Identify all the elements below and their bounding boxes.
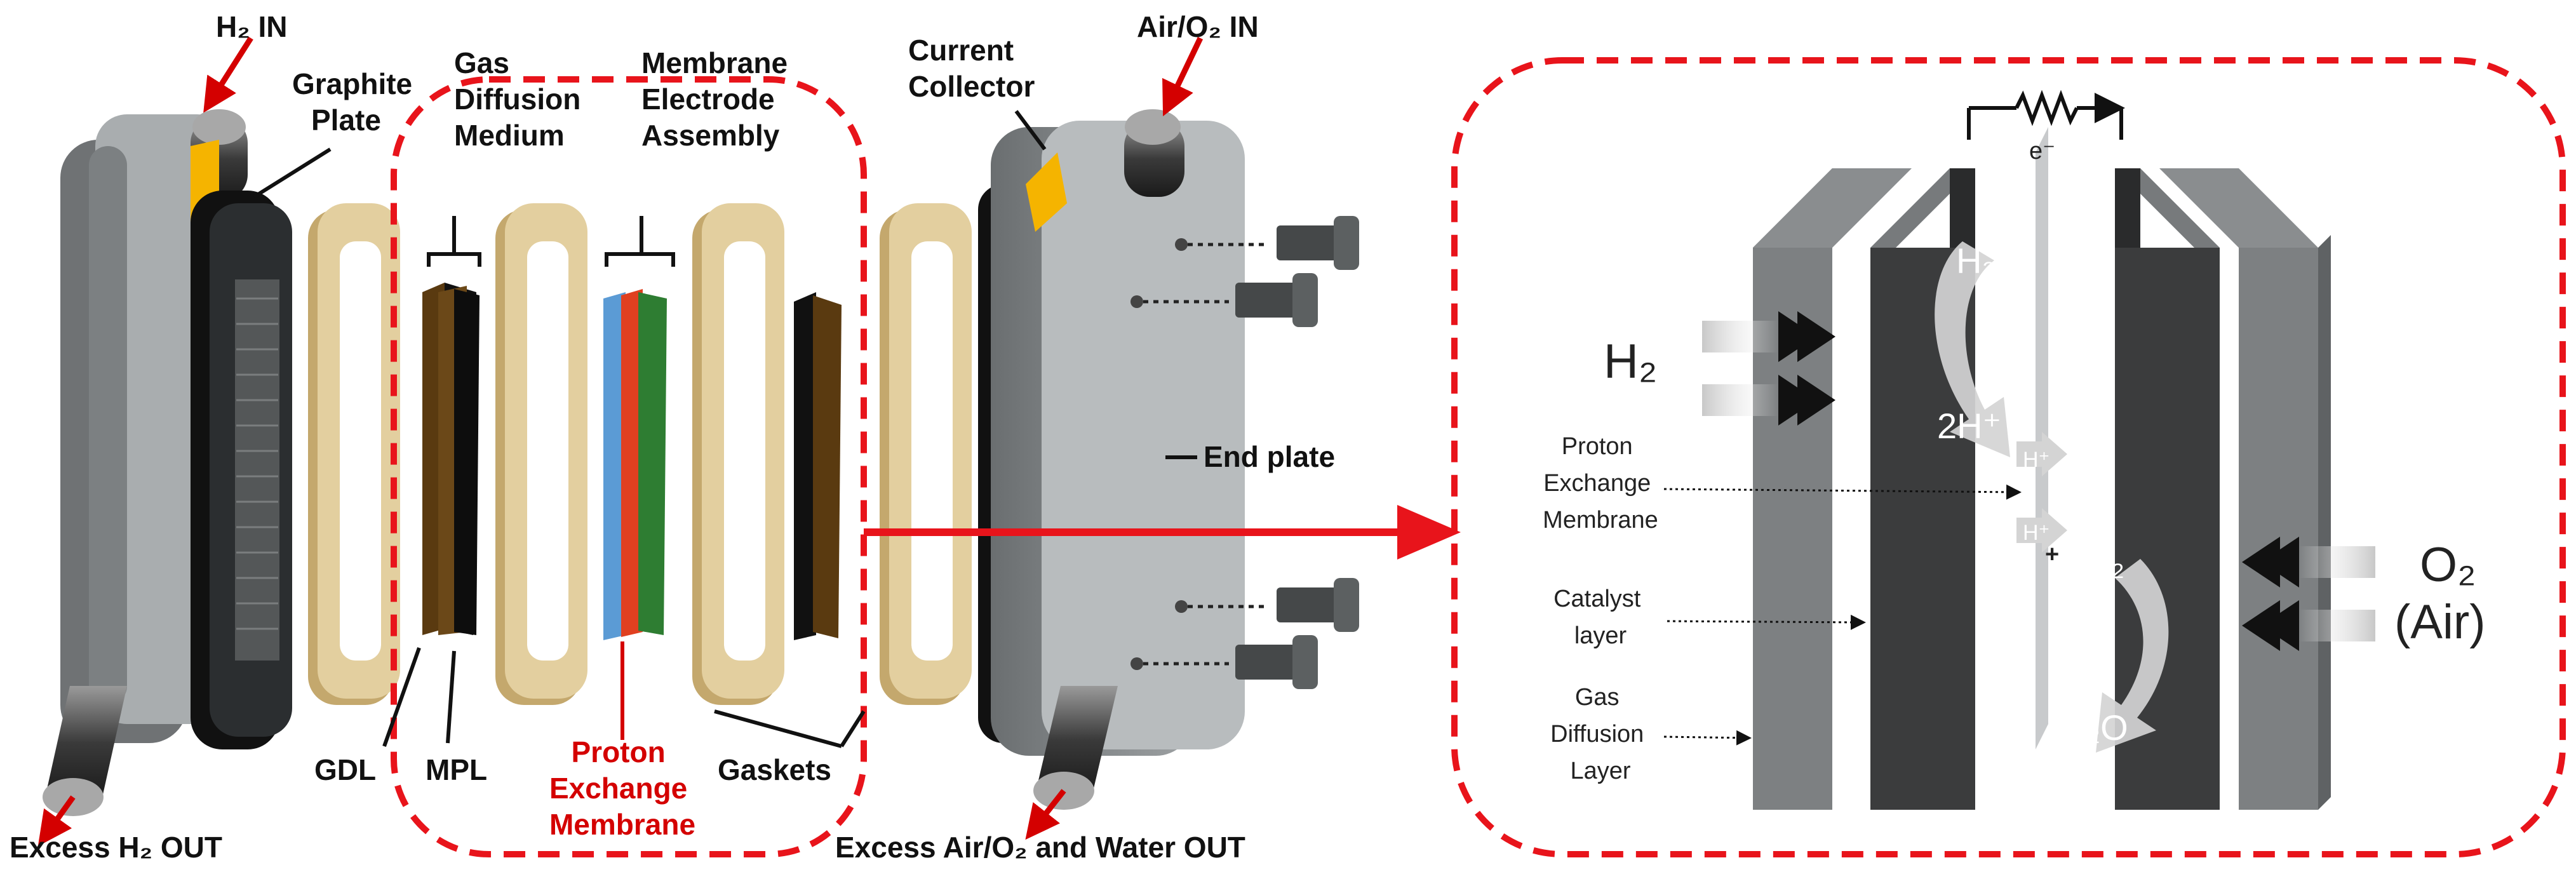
label-air: (Air) bbox=[2394, 595, 2486, 649]
anode-gdl-mpl bbox=[422, 283, 480, 635]
mea-highlight-box bbox=[391, 76, 867, 857]
h2-outlet-pipe bbox=[43, 686, 127, 816]
label-gas-diffusion-medium: Gas Diffusion Medium bbox=[454, 46, 589, 152]
cathode-gdl-plate bbox=[2159, 168, 2331, 810]
air-in-arrow bbox=[1162, 37, 1204, 117]
bolt-1 bbox=[1188, 216, 1359, 270]
h2-in-arrow bbox=[203, 36, 253, 113]
label-proton-exchange-membrane: Proton Exchange Membrane bbox=[549, 735, 695, 841]
proton-arrow-1 bbox=[2016, 432, 2067, 476]
external-circuit bbox=[1967, 90, 2125, 140]
label-pem: Proton Exchange Membrane bbox=[1543, 433, 1658, 533]
label-h2o: H₂O bbox=[2061, 708, 2128, 748]
h2-inlet-arrows bbox=[1702, 311, 1835, 426]
air-out-arrow bbox=[1025, 789, 1066, 840]
label-h-plus-2: H⁺ bbox=[2023, 521, 2050, 545]
h2-reaction-arrow bbox=[1935, 241, 2010, 457]
label-excess-air-out: Excess Air/O₂ and Water OUT bbox=[835, 831, 1245, 864]
label-gdl-layer: Gas Diffusion Layer bbox=[1550, 684, 1651, 784]
label-h2-inlet: H₂ bbox=[1604, 335, 1657, 389]
leader-lines bbox=[253, 110, 1197, 748]
zoomed-cell: e⁻ H₂ 2H⁺ H⁺ H⁺ + O₂ H₂O bbox=[1451, 57, 2566, 857]
zoom-arrow bbox=[864, 505, 1461, 560]
label-two-h-plus: 2H⁺ bbox=[1937, 406, 2001, 446]
h2-out-arrow bbox=[37, 795, 76, 847]
label-air-o2-in: Air/O₂ IN bbox=[1137, 10, 1259, 43]
o2-inlet-arrows bbox=[2242, 537, 2375, 651]
o2-reaction-arrow bbox=[2096, 559, 2169, 753]
label-plus-sign: + bbox=[2045, 541, 2059, 568]
label-excess-h2-out: Excess H₂ OUT bbox=[10, 831, 222, 864]
gasket-3 bbox=[692, 203, 784, 705]
exploded-stack: H₂ IN Graphite Plate Gas Diffusion Mediu… bbox=[10, 10, 1359, 864]
gdl-pointer bbox=[1663, 730, 1752, 746]
gasket-1 bbox=[308, 203, 400, 705]
air-inlet-pipe bbox=[1124, 109, 1184, 197]
bolt-4 bbox=[1143, 635, 1318, 689]
anode-catalyst-plate bbox=[1870, 168, 1975, 810]
label-catalyst-layer: Catalyst layer bbox=[1553, 586, 1647, 649]
label-h-plus-1: H⁺ bbox=[2023, 448, 2050, 472]
gasket-4 bbox=[880, 203, 972, 705]
pem-pointer bbox=[1663, 484, 2022, 500]
label-electron: e⁻ bbox=[2029, 138, 2055, 164]
label-h2-in: H₂ IN bbox=[216, 10, 287, 43]
label-membrane-electrode-assembly: Membrane Electrode Assembly bbox=[641, 46, 796, 152]
label-o2-reactant: O₂ bbox=[2083, 542, 2124, 582]
cathode-current-collector bbox=[1026, 152, 1067, 232]
gasket-2 bbox=[495, 203, 587, 705]
label-o2-inlet: O₂ bbox=[2420, 538, 2476, 592]
cathode-gdl-mpl bbox=[794, 292, 842, 640]
bolt-2 bbox=[1143, 273, 1318, 327]
catalyst-pointer bbox=[1667, 614, 1866, 630]
bolt-3 bbox=[1188, 578, 1359, 632]
label-mpl: MPL bbox=[426, 753, 487, 786]
anode-graphite-plate bbox=[191, 191, 292, 749]
label-gaskets: Gaskets bbox=[718, 753, 831, 786]
label-gdl: GDL bbox=[314, 753, 376, 786]
label-h2-top: H₂ bbox=[1956, 241, 1996, 281]
label-current-collector: Current Collector bbox=[908, 34, 1035, 103]
label-end-plate: End plate bbox=[1204, 440, 1335, 473]
membrane-electrode-assembly bbox=[603, 289, 667, 640]
label-graphite-plate: Graphite Plate bbox=[292, 67, 420, 137]
proton-arrow-2 bbox=[2016, 508, 2067, 553]
zoom-highlight-box bbox=[1451, 57, 2566, 857]
cathode-end-plate bbox=[978, 121, 1245, 756]
